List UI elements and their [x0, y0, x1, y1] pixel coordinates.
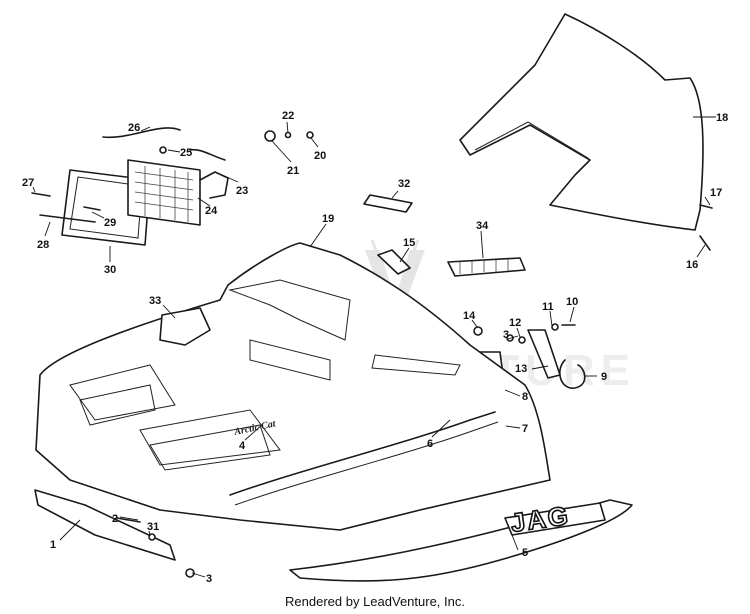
callout-3-b: 3	[503, 329, 509, 341]
callout-13: 13	[515, 363, 527, 375]
leader-lines	[32, 116, 716, 578]
callout-8: 8	[522, 391, 528, 403]
hood: Arctic Cat	[35, 242, 551, 531]
callout-29: 29	[104, 217, 116, 229]
callout-5: 5	[522, 547, 528, 559]
callout-15: 15	[403, 237, 415, 249]
exploded-view-drawing: LEADVENTURE	[22, 13, 728, 585]
callout-18: 18	[716, 112, 728, 124]
callout-34: 34	[476, 220, 489, 232]
callout-26: 26	[128, 122, 140, 134]
callout-3: 3	[206, 573, 212, 585]
callout-17: 17	[710, 187, 722, 199]
callout-28: 28	[37, 239, 49, 251]
callout-9: 9	[601, 371, 607, 383]
footer-credit: Rendered by LeadVenture, Inc.	[285, 594, 465, 609]
callout-2: 2	[112, 513, 118, 525]
callout-33: 33	[149, 295, 161, 307]
callout-labels: 1 2 3 3 4 5 6 7 8 9 10 11 12 13 14 15 16…	[22, 110, 728, 585]
callout-4: 4	[239, 440, 246, 452]
callout-30: 30	[104, 264, 116, 276]
callout-25: 25	[180, 147, 192, 159]
callout-10: 10	[566, 296, 578, 308]
callout-22: 22	[282, 110, 294, 122]
callout-32: 32	[398, 178, 410, 190]
callout-20: 20	[314, 150, 326, 162]
callout-6: 6	[427, 438, 433, 450]
callout-31: 31	[147, 521, 159, 533]
callout-7: 7	[522, 423, 528, 435]
callout-27: 27	[22, 177, 34, 189]
windshield	[459, 13, 704, 231]
callout-24: 24	[205, 205, 218, 217]
callout-14: 14	[463, 310, 476, 322]
callout-19: 19	[322, 213, 334, 225]
front-bracket	[34, 489, 195, 578]
callout-11: 11	[542, 301, 554, 313]
callout-21: 21	[287, 165, 299, 177]
callout-16: 16	[686, 259, 698, 271]
headlight-assembly	[31, 127, 314, 246]
callout-1: 1	[50, 539, 56, 551]
callout-23: 23	[236, 185, 248, 197]
callout-12: 12	[509, 317, 521, 329]
